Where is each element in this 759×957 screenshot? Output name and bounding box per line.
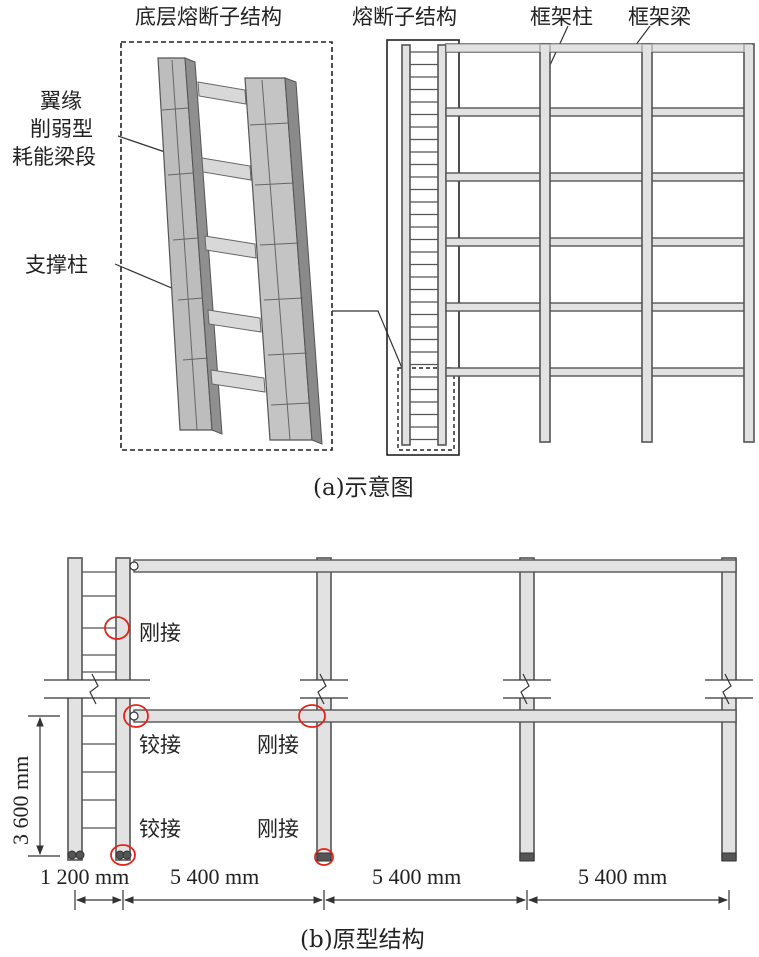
frame-elevation xyxy=(386,39,755,456)
fuse-links-b xyxy=(82,571,116,829)
label-frame-beam: 框架梁 xyxy=(628,5,691,29)
label-rigid-mid: 刚接 xyxy=(257,733,299,757)
column-bases xyxy=(67,850,737,862)
dim-span-1: 5 400 mm xyxy=(170,864,259,889)
label-support-column: 支撑柱 xyxy=(25,253,88,277)
ladder-links xyxy=(410,51,438,441)
label-link-line2: 削弱型 xyxy=(30,117,93,141)
label-rigid-base: 刚接 xyxy=(257,817,299,841)
caption-b: (b)原型结构 xyxy=(300,927,425,953)
dim-span-2: 5 400 mm xyxy=(372,864,461,889)
highlight-rigid-top xyxy=(104,616,130,640)
label-rigid-top: 刚接 xyxy=(139,621,181,645)
label-hinge-mid: 铰接 xyxy=(139,733,181,757)
dim-span-fuse: 1 200 mm xyxy=(40,864,129,889)
highlight-rigid-mid xyxy=(298,704,326,728)
highlight-hinge-base xyxy=(110,844,136,866)
panel-b: 刚接 铰接 刚接 铰接 刚接 3 600 mm 1 200 mm 5 400 m… xyxy=(8,557,753,953)
label-bottom-fuse-substructure: 底层熔断子结构 xyxy=(135,5,282,29)
label-link-line1: 翼缘 xyxy=(40,89,82,113)
panel-a: 底层熔断子结构 熔断子结构 框架柱 框架梁 翼缘 削弱型 耗能梁段 支撑柱 xyxy=(12,5,755,501)
label-frame-column: 框架柱 xyxy=(530,5,593,29)
leader-detail-to-frame xyxy=(332,310,403,369)
break-marks xyxy=(44,680,753,698)
bottom-fuse-dashed-box xyxy=(397,367,455,451)
label-link-line3: 耗能梁段 xyxy=(12,145,96,169)
caption-a: (a)示意图 xyxy=(313,475,414,501)
highlight-hinge-mid xyxy=(123,704,149,728)
label-hinge-base: 铰接 xyxy=(139,817,181,841)
fuse-solid-box xyxy=(386,39,460,456)
fuse-3d-model xyxy=(157,57,323,445)
label-fuse-substructure: 熔断子结构 xyxy=(352,5,457,29)
highlight-rigid-base xyxy=(314,848,334,866)
dim-story-height: 3 600 mm xyxy=(8,756,33,845)
detail-dashed-box xyxy=(120,41,333,451)
dim-span-3: 5 400 mm xyxy=(578,864,667,889)
